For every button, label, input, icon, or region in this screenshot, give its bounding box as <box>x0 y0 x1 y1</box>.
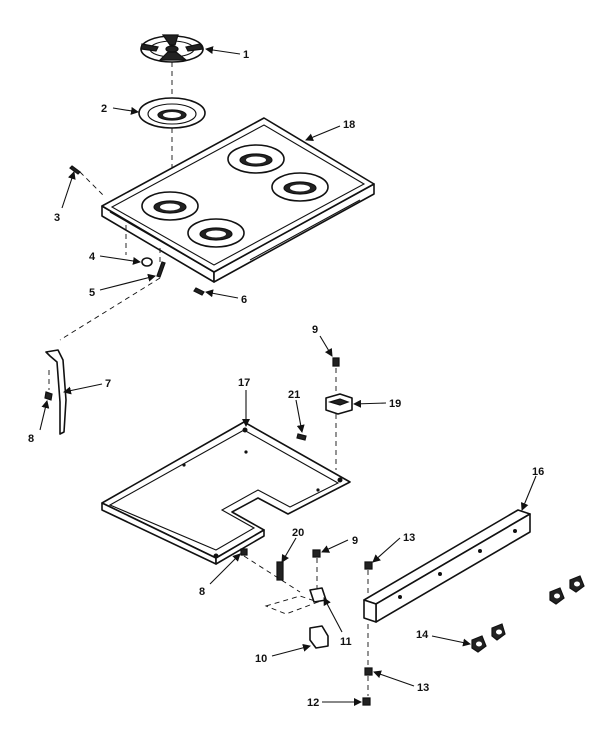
callout-14: 14 <box>416 629 429 641</box>
callout-17: 17 <box>238 377 250 389</box>
callout-9-lower: 9 <box>352 535 358 547</box>
callout-8-lower: 8 <box>199 586 205 598</box>
callout-8-left: 8 <box>28 433 34 445</box>
burner-grate <box>140 34 204 63</box>
burner-opening-left-rear <box>141 191 199 221</box>
screw-13-upper <box>364 561 373 570</box>
callout-5: 5 <box>89 287 95 299</box>
screw-13-lower <box>364 667 373 676</box>
callout-20: 20 <box>292 527 304 539</box>
screw-9-top <box>332 357 340 367</box>
spring-20 <box>276 561 284 581</box>
bracket-19 <box>325 393 353 415</box>
burner-opening-right-front <box>271 172 329 202</box>
callout-19: 19 <box>389 398 401 410</box>
screw-3 <box>69 165 81 175</box>
callout-3: 3 <box>54 212 60 224</box>
cooktop <box>101 117 375 283</box>
support-rod <box>45 349 67 435</box>
callout-7: 7 <box>105 378 111 390</box>
callout-6: 6 <box>241 294 247 306</box>
knob-14-front-left <box>471 635 487 653</box>
bottom-pan <box>101 421 351 565</box>
knob-14-front-right <box>491 623 506 641</box>
callout-1: 1 <box>243 49 249 61</box>
callout-18: 18 <box>343 119 355 131</box>
callout-4: 4 <box>89 251 96 263</box>
callout-16: 16 <box>532 466 544 478</box>
clip-21 <box>296 433 307 441</box>
callout-10: 10 <box>255 653 267 665</box>
leader-lines <box>39 46 537 706</box>
side-rail <box>363 509 531 623</box>
burner-opening-right-rear <box>227 144 285 174</box>
screw-6 <box>193 287 205 296</box>
clip-4 <box>141 257 153 267</box>
hinge-pin-5 <box>156 261 166 278</box>
callout-2: 2 <box>101 103 107 115</box>
knob-14-rear-left <box>549 587 565 605</box>
callout-12: 12 <box>307 697 319 709</box>
callout-9-top: 9 <box>312 324 318 336</box>
callout-11: 11 <box>340 636 352 648</box>
burner-opening-left-front <box>187 218 245 248</box>
drip-pan <box>138 97 206 129</box>
callout-21: 21 <box>288 389 300 401</box>
screw-8-lower <box>240 548 248 556</box>
callout-13-lower: 13 <box>417 682 429 694</box>
screw-9-lower <box>312 549 321 558</box>
screw-12 <box>362 697 371 706</box>
callout-13-upper: 13 <box>403 532 415 544</box>
knob-14-rear-right <box>569 575 585 593</box>
hinge-10 <box>309 625 329 649</box>
screw-8-left <box>44 391 53 401</box>
